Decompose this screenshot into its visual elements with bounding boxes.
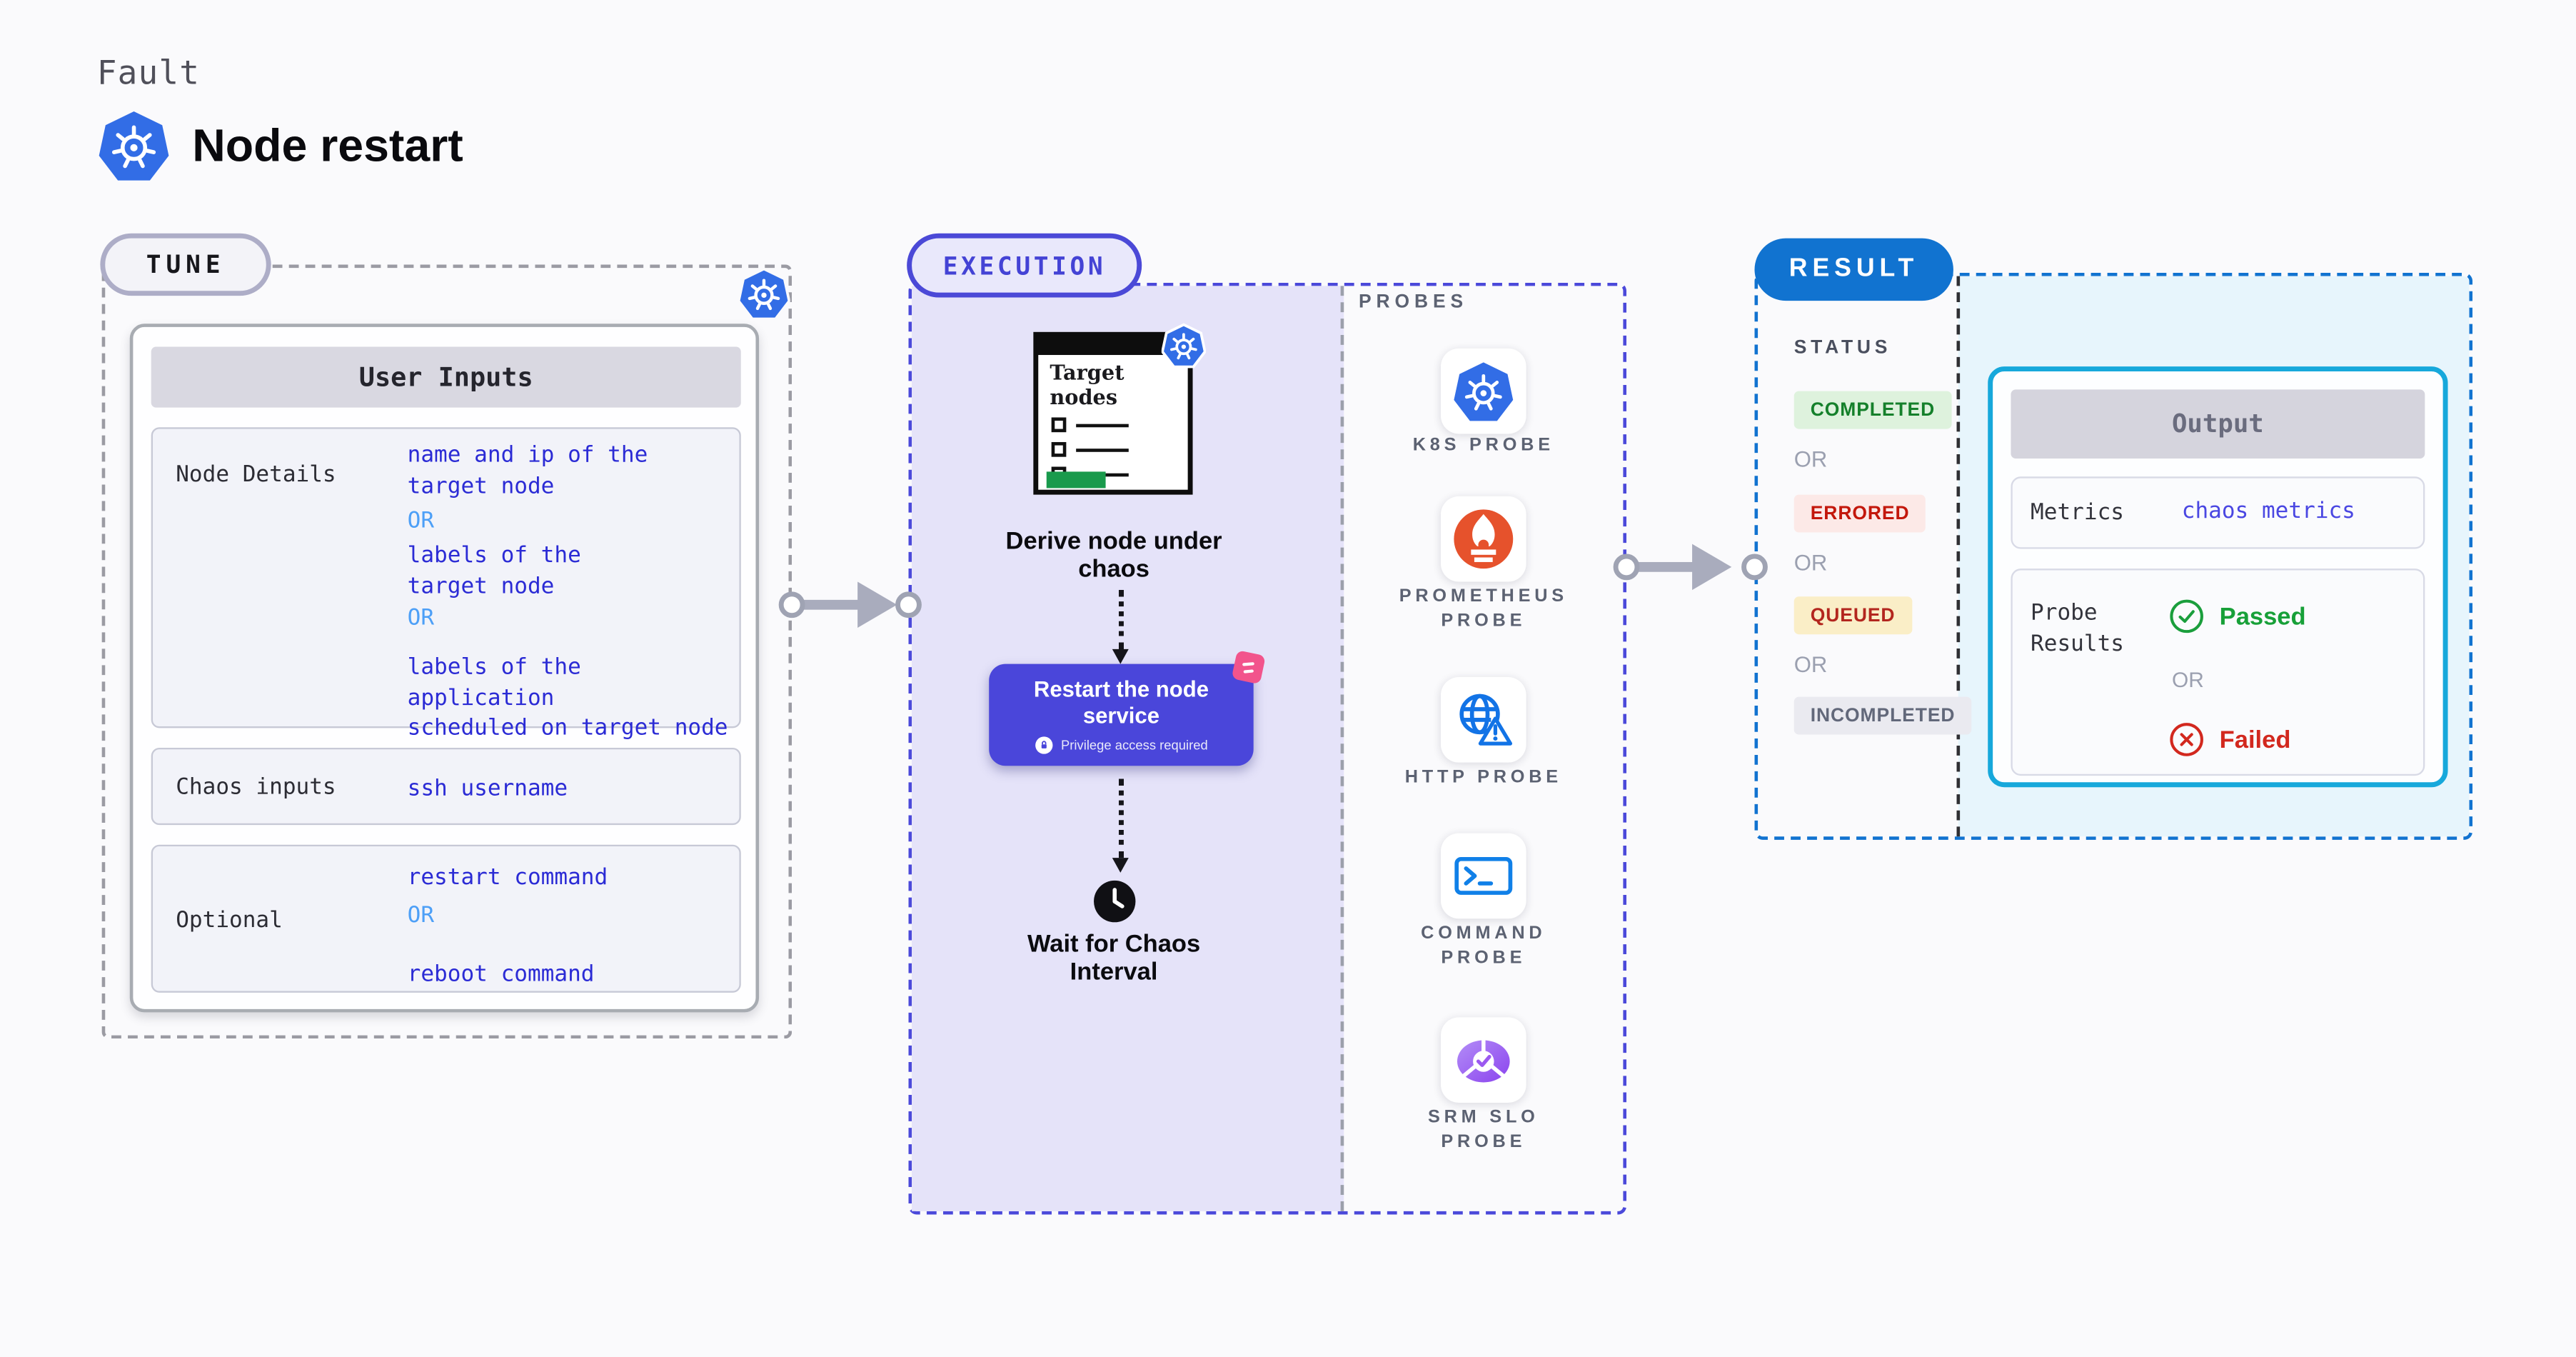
tune-to-execution-arrow-line (792, 599, 875, 610)
button-title: Restart the node service (1033, 677, 1209, 728)
terminal-icon (1452, 845, 1514, 907)
status-or: OR (1793, 446, 1828, 472)
failed-label: Failed (2219, 725, 2291, 754)
probe-name: PROMETHEUS PROBE (1399, 586, 1568, 631)
title-row: Node restart (97, 109, 463, 184)
tune-to-execution-arrowhead (857, 581, 897, 628)
output-card: Output Metrics chaos metrics Probe Resul… (1988, 366, 2448, 788)
x-circle-icon (2168, 721, 2205, 758)
probe-name: SRM SLO PROBE (1428, 1107, 1539, 1153)
step-wait-caption: Wait for Chaos Interval (1027, 930, 1201, 986)
row-value: reboot command (407, 961, 595, 988)
or-separator: OR (407, 902, 435, 929)
or-separator: OR (407, 508, 435, 534)
result-pill: RESULT (1754, 238, 1953, 301)
slo-gauge-check-icon (1451, 1027, 1516, 1093)
restart-node-service-button: Restart the node service Privilege acces… (989, 651, 1265, 766)
check-circle-icon (2168, 599, 2205, 635)
clock-icon (1092, 879, 1137, 923)
row-value: name and ip of the target node (407, 441, 648, 499)
fault-eyebrow: Fault (96, 52, 201, 92)
lock-icon (1035, 736, 1053, 754)
probe-results-label: Probe Results (2031, 599, 2125, 658)
command-probe-card (1440, 833, 1526, 919)
k8s-probe-card (1440, 348, 1526, 434)
probe-results-or: OR (2171, 667, 2204, 692)
clipboard-title: Target nodes (1050, 359, 1125, 409)
srm-slo-probe-card (1440, 1017, 1526, 1103)
privilege-note-text: Privilege access required (1061, 738, 1208, 753)
probe-name: COMMAND PROBE (1421, 923, 1546, 968)
step-derive-caption: Derive node under chaos (1005, 527, 1222, 584)
prometheus-flame-icon (1451, 506, 1516, 572)
row-value: labels of the target node (407, 542, 581, 599)
connector-dot (778, 591, 805, 619)
probe-name: HTTP PROBE (1404, 767, 1562, 788)
status-or: OR (1793, 652, 1828, 678)
target-nodes-clipboard: Target nodes (1033, 331, 1193, 495)
passed-label: Passed (2219, 602, 2306, 631)
status-badge-incompleted: INCOMPLETED (1793, 696, 1972, 735)
row-optional: Optional restart command OR reboot comma… (151, 844, 741, 993)
row-chaos-inputs: Chaos inputs ssh username (151, 747, 741, 826)
status-or: OR (1793, 550, 1828, 576)
status-badge-queued: QUEUED (1793, 596, 1912, 635)
metrics-label: Metrics (2031, 499, 2125, 526)
privilege-note: Privilege access required (989, 736, 1253, 754)
status-badge-errored: ERRORED (1793, 494, 1926, 533)
output-header: Output (2011, 389, 2425, 459)
flow-arrow-down (1112, 590, 1129, 664)
status-badge-completed: COMPLETED (1793, 391, 1952, 429)
probes-to-result-arrow-line (1633, 561, 1702, 572)
probes-label: PROBES (1358, 292, 1469, 313)
prometheus-probe-card (1440, 496, 1526, 582)
tune-section-box (101, 264, 793, 1039)
globe-warning-icon (1452, 688, 1514, 751)
row-value: labels of the application scheduled on t… (407, 654, 728, 741)
row-value: ssh username (407, 776, 568, 802)
flow-arrow-down (1112, 778, 1129, 873)
progress-bar-green (1046, 471, 1106, 489)
row-label: Chaos inputs (176, 773, 336, 801)
row-label: Node Details (176, 461, 336, 489)
result-divider (1956, 276, 1961, 837)
passed-item: Passed (2168, 599, 2306, 635)
http-probe-card (1440, 677, 1526, 763)
metrics-value: chaos metrics (2181, 498, 2355, 525)
row-node-details: Node Details name and ip of the target n… (151, 427, 741, 741)
tune-kubernetes-badge-icon (738, 266, 790, 322)
user-inputs-card: User Inputs Node Details name and ip of … (129, 324, 760, 1013)
connector-dot (1613, 554, 1640, 581)
probes-to-result-arrowhead (1692, 544, 1732, 591)
connector-dot (895, 591, 922, 619)
probe-name: K8S PROBE (1412, 435, 1554, 456)
or-separator: OR (407, 604, 435, 631)
execution-pill: EXECUTION (907, 233, 1142, 298)
user-inputs-header: User Inputs (151, 346, 741, 408)
page-title: Node restart (192, 119, 463, 171)
row-label: Optional (176, 907, 283, 933)
row-value: restart command (407, 864, 608, 891)
connector-dot (1741, 554, 1768, 581)
tune-pill: TUNE (100, 233, 271, 296)
status-label: STATUS (1793, 339, 1892, 359)
failed-item: Failed (2168, 721, 2290, 758)
metrics-row: Metrics chaos metrics (2011, 476, 2425, 549)
kubernetes-probe-icon (1452, 359, 1514, 424)
litmus-chaos-pink-icon (1227, 646, 1270, 688)
clipboard-kubernetes-badge-icon (1161, 322, 1206, 370)
probe-results-row: Probe Results Passed OR (2011, 569, 2425, 776)
kubernetes-logo-icon (97, 109, 171, 184)
